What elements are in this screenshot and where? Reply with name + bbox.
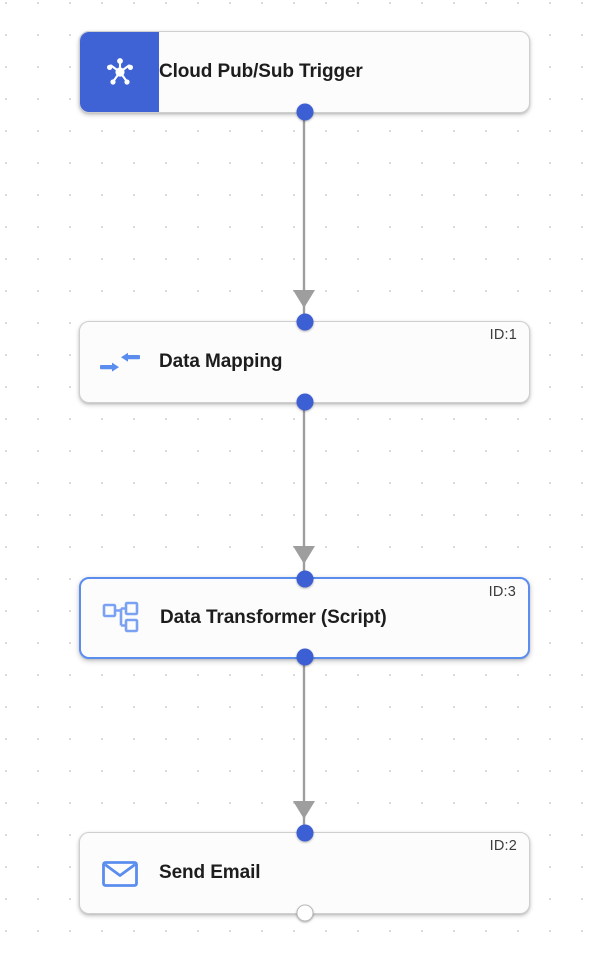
node-label: Send Email [159,862,261,883]
edge-trigger-to-mapping [293,113,315,321]
account-tree-icon [81,600,160,636]
pubsub-icon [80,32,159,112]
node-cloud-pubsub-trigger[interactable]: Cloud Pub/Sub Trigger [79,31,530,121]
output-port[interactable] [296,393,313,411]
node-label: Data Mapping [159,351,283,372]
node-id-badge: ID:3 [488,584,516,600]
output-port[interactable] [296,648,313,666]
node-label: Data Transformer (Script) [160,607,387,628]
node-data-transformer-script[interactable]: Data Transformer (Script) ID:3 [79,570,530,666]
envelope-icon [80,858,159,888]
edge-transformer-to-email [293,659,315,832]
output-port[interactable] [296,904,313,922]
input-port[interactable] [296,824,313,842]
node-label: Cloud Pub/Sub Trigger [159,61,363,82]
node-send-email[interactable]: Send Email ID:2 [79,824,530,922]
node-id-badge: ID:2 [489,838,517,854]
output-port[interactable] [296,103,313,121]
node-id-badge: ID:1 [489,327,517,343]
input-port[interactable] [296,313,313,331]
input-port[interactable] [296,570,313,588]
edge-mapping-to-transformer [293,403,315,577]
data-mapping-icon [80,347,159,377]
node-data-mapping[interactable]: Data Mapping ID:1 [79,313,530,411]
